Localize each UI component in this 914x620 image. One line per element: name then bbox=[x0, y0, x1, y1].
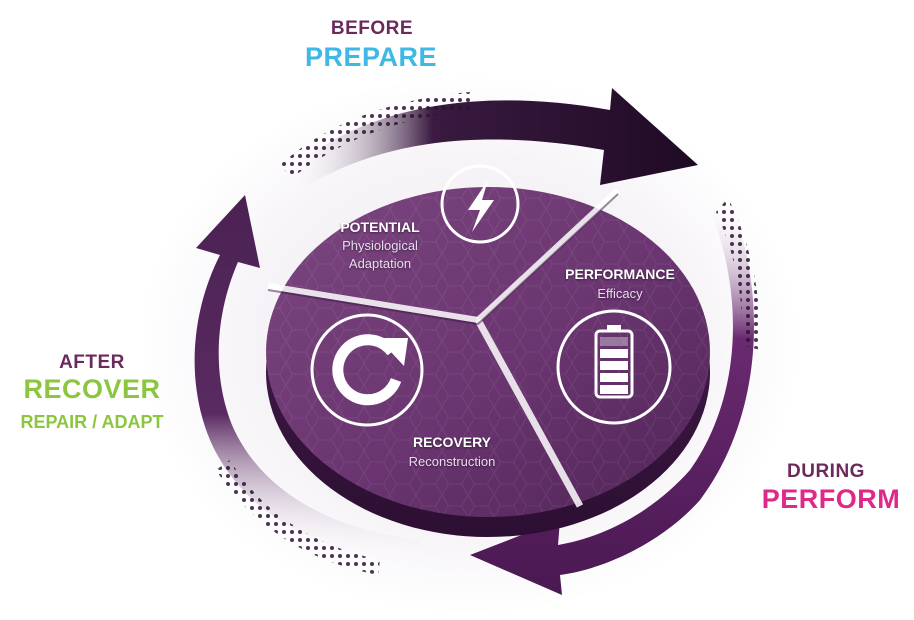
cycle-disc bbox=[266, 187, 710, 537]
arrow-top bbox=[280, 88, 698, 190]
arrow-right bbox=[470, 198, 761, 595]
recovery-line1: Reconstruction bbox=[408, 454, 496, 469]
recovery-title: RECOVERY bbox=[412, 434, 492, 450]
prepare-label: PREPARE bbox=[304, 42, 438, 72]
battery-icon bbox=[556, 309, 672, 425]
recover-label: RECOVER bbox=[23, 374, 161, 404]
potential-line2: Adaptation bbox=[348, 256, 412, 271]
after-label: AFTER bbox=[59, 352, 125, 373]
refresh-arrow-icon bbox=[310, 313, 424, 427]
performance-line1: Efficacy bbox=[597, 286, 643, 301]
before-label: BEFORE bbox=[330, 18, 414, 39]
arrow-left bbox=[194, 195, 420, 575]
during-label: DURING bbox=[787, 461, 865, 482]
potential-title: POTENTIAL bbox=[340, 219, 420, 235]
perform-label: PERFORM bbox=[761, 484, 901, 514]
performance-title: PERFORMANCE bbox=[565, 266, 675, 282]
lightning-bolt-icon bbox=[440, 164, 520, 244]
potential-line1: Physiological bbox=[342, 238, 418, 253]
repair-adapt-label: REPAIR / ADAPT bbox=[20, 412, 164, 432]
